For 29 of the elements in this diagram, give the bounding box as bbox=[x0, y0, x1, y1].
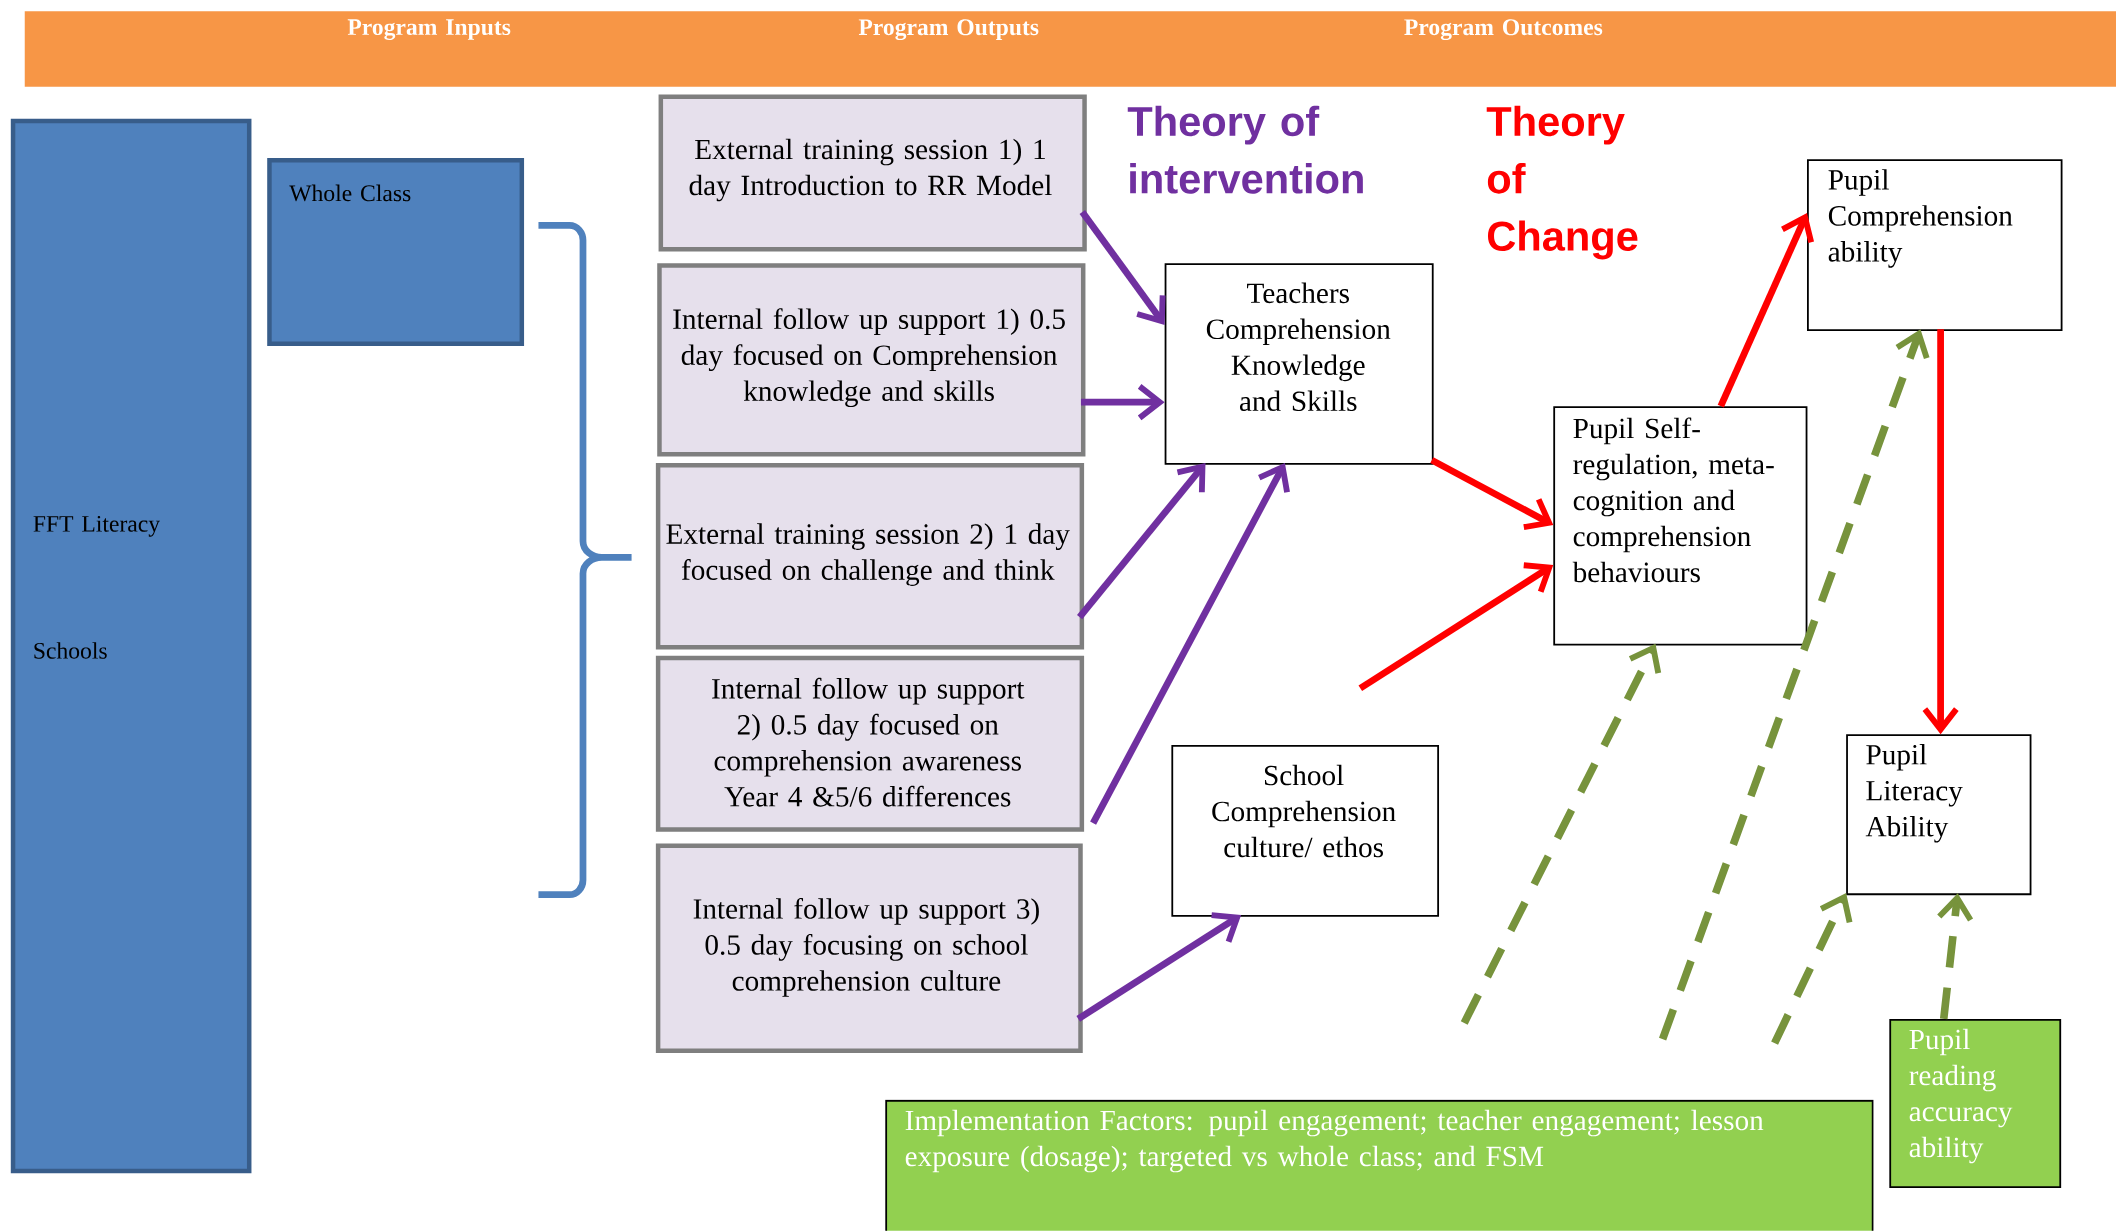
output-box: Internal follow up support 1) 0.5 day focused on Comprehension knowledge and skills bbox=[657, 263, 1086, 457]
arrow bbox=[1358, 562, 1554, 692]
outcome-box: School Comprehension culture/ ethos bbox=[1171, 745, 1440, 917]
arrow bbox=[1460, 643, 1662, 1025]
outcome-box: Pupil Comprehension ability bbox=[1807, 159, 2063, 332]
arrow bbox=[1717, 213, 1815, 408]
factors-box: Implementation Factors: pupil engagement; teacher engagement; lesson exposure (dosage); targeted vs whole class; and FSM bbox=[885, 1099, 1874, 1231]
outcome-box: Pupil Self-regulation, meta-cognition and comprehension behaviours bbox=[1553, 406, 1808, 646]
theory-heading: Theory of intervention bbox=[1127, 105, 1363, 194]
arrow bbox=[1080, 384, 1165, 421]
outcome-box: Teachers Comprehension Knowledge and Skills bbox=[1164, 263, 1434, 465]
header-band: Program Inputs Program Outputs Program Outcomes bbox=[24, 11, 2116, 87]
arrow bbox=[1430, 457, 1554, 531]
output-box: Internal follow up support 3) 0.5 day focusing on school comprehension culture bbox=[655, 843, 1083, 1054]
arrow bbox=[1076, 912, 1242, 1022]
output-box: External training session 2) 1 day focused on challenge and think bbox=[655, 463, 1085, 650]
outcome-box: Pupil Literacy Ability bbox=[1846, 734, 2032, 896]
input-box: Whole Class bbox=[267, 158, 525, 347]
arrow bbox=[1659, 329, 1930, 1041]
arrow bbox=[1079, 210, 1166, 325]
factors-box: Pupil reading accuracy ability bbox=[1889, 1019, 2062, 1189]
arrow bbox=[1090, 463, 1290, 825]
theory-heading: Theory of Change bbox=[1486, 105, 1638, 260]
arrow bbox=[1922, 329, 1959, 735]
output-box: External training session 1) 1 day Introduction to RR Model bbox=[658, 94, 1087, 252]
arrow bbox=[1771, 893, 1853, 1045]
output-box: Internal follow up support 2) 0.5 day focused on comprehension awareness Year 4 &5/6 differences bbox=[655, 656, 1085, 832]
arrow bbox=[1937, 893, 1974, 1020]
input-box: FFT Literacy Schools bbox=[10, 118, 252, 1174]
